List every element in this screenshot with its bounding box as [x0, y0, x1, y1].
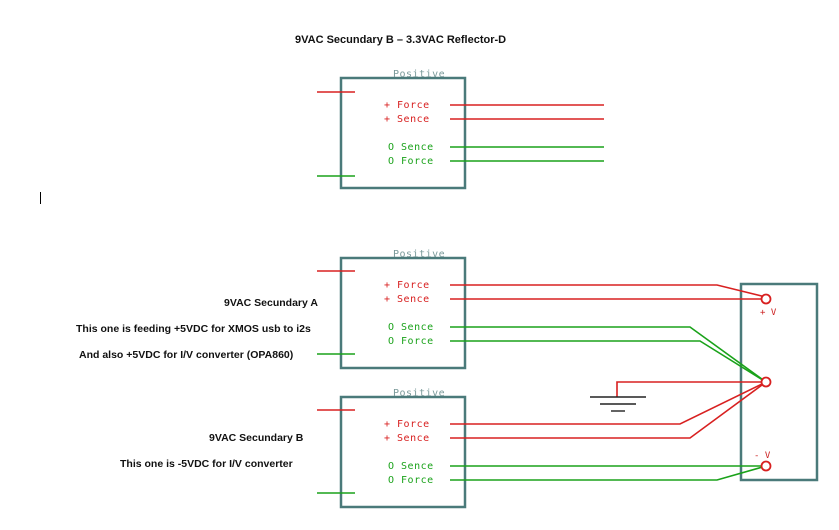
- terminal-minus-v: [760, 460, 772, 472]
- secundary-b-title: 9VAC Secundary B: [209, 432, 304, 444]
- wires-secundary-a: [450, 284, 767, 383]
- supply-module-top: Positive + Force + Sence O Sence O Force: [317, 69, 604, 190]
- pin-plus-sense: + Sence: [384, 294, 430, 305]
- minus-v-label: - V: [754, 451, 771, 461]
- module-label: Positive: [393, 388, 445, 399]
- diagram-title: 9VAC Secundary B – 3.3VAC Reflector-D: [295, 34, 506, 46]
- plus-v-label: + V: [760, 308, 777, 318]
- wire-a-zero-force: [450, 340, 767, 383]
- wire-a-plus-force: [450, 284, 767, 298]
- secundary-a-note-2: And also +5VDC for I/V converter (OPA860…: [79, 349, 293, 361]
- pin-zero-force: O Force: [388, 156, 434, 167]
- pin-zero-force: O Force: [388, 336, 434, 347]
- wire-b-zero-force: [450, 465, 767, 481]
- pin-plus-force: + Force: [384, 280, 430, 291]
- wire-b-plus-sense: [450, 381, 767, 439]
- pin-zero-sense: O Sence: [388, 142, 434, 153]
- ground-symbol: [590, 381, 766, 412]
- terminal-plus-v: [760, 293, 772, 305]
- wire-a-zero-sense: [450, 326, 767, 383]
- module-box: [339, 256, 467, 370]
- pin-plus-sense: + Sence: [384, 433, 430, 444]
- supply-module-a: Positive + Force + Sence O Sence O Force: [317, 249, 467, 370]
- supply-module-b: Positive + Force + Sence O Sence O Force: [317, 388, 467, 509]
- pin-plus-force: + Force: [384, 419, 430, 430]
- pin-plus-force: + Force: [384, 100, 430, 111]
- pin-plus-sense: + Sence: [384, 114, 430, 125]
- wire-b-plus-force: [450, 381, 767, 425]
- terminal-ground: [760, 376, 772, 388]
- pin-zero-force: O Force: [388, 475, 434, 486]
- module-label: Positive: [393, 249, 445, 260]
- wires-secundary-b: [450, 381, 767, 481]
- secundary-b-note-1: This one is -5VDC for I/V converter: [120, 458, 293, 470]
- secundary-a-note-1: This one is feeding +5VDC for XMOS usb t…: [76, 323, 311, 335]
- pin-zero-sense: O Sence: [388, 322, 434, 333]
- module-box: [339, 76, 467, 190]
- secundary-a-title: 9VAC Secundary A: [224, 297, 318, 309]
- module-box: [339, 395, 467, 509]
- pin-zero-sense: O Sence: [388, 461, 434, 472]
- module-label: Positive: [393, 69, 445, 80]
- text-cursor: [40, 192, 41, 204]
